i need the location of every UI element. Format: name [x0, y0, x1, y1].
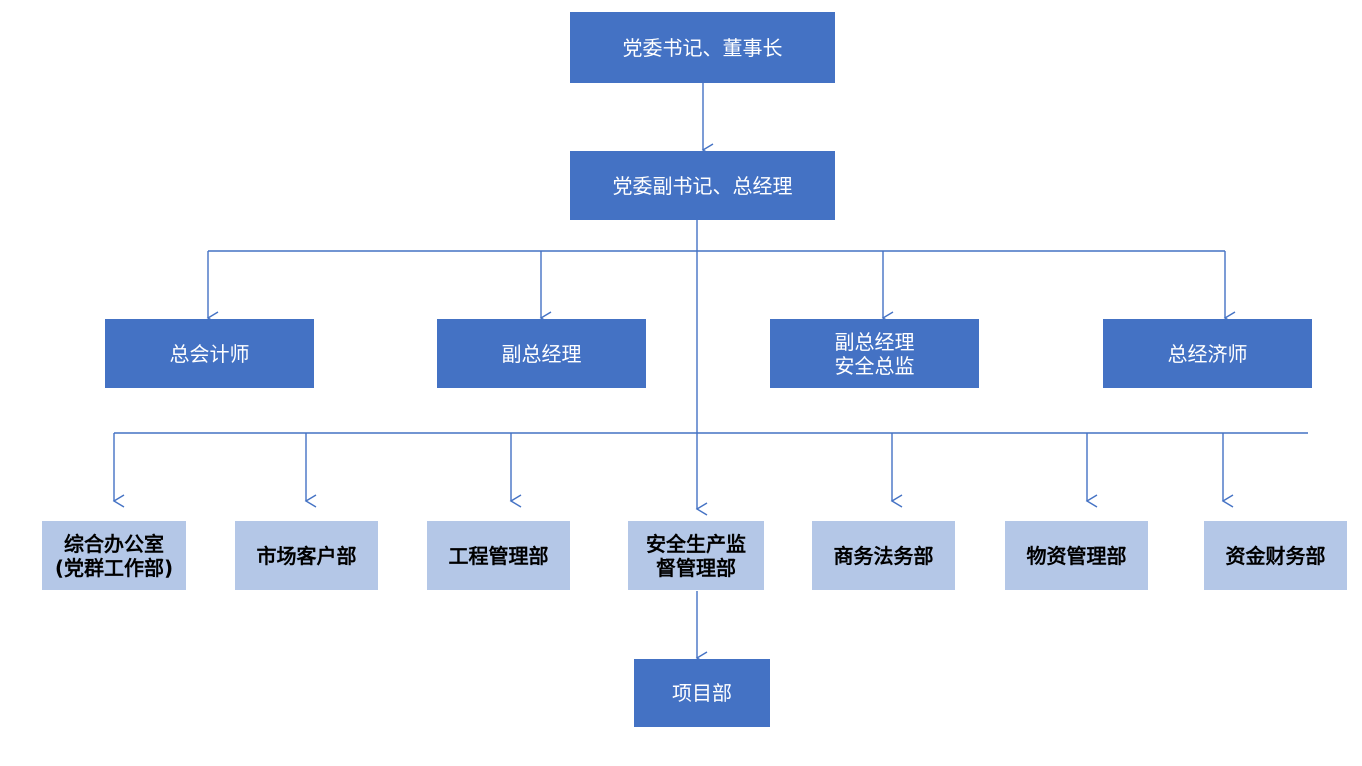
node-engineering-dept: 工程管理部 — [427, 521, 570, 590]
node-chairman: 党委书记、董事长 — [570, 12, 835, 83]
node-chief-economist: 总经济师 — [1103, 319, 1312, 388]
node-general-office: 综合办公室 (党群工作部) — [42, 521, 186, 590]
node-safety-supervision-dept: 安全生产监 督管理部 — [628, 521, 764, 590]
node-chief-accountant: 总会计师 — [105, 319, 314, 388]
node-general-manager: 党委副书记、总经理 — [570, 151, 835, 220]
node-market-client-dept: 市场客户部 — [235, 521, 378, 590]
node-deputy-gm: 副总经理 — [437, 319, 646, 388]
node-materials-dept: 物资管理部 — [1005, 521, 1148, 590]
node-deputy-gm-safety-director: 副总经理 安全总监 — [770, 319, 979, 388]
node-project-dept: 项目部 — [634, 659, 770, 727]
node-business-legal-dept: 商务法务部 — [812, 521, 955, 590]
node-finance-dept: 资金财务部 — [1204, 521, 1347, 590]
